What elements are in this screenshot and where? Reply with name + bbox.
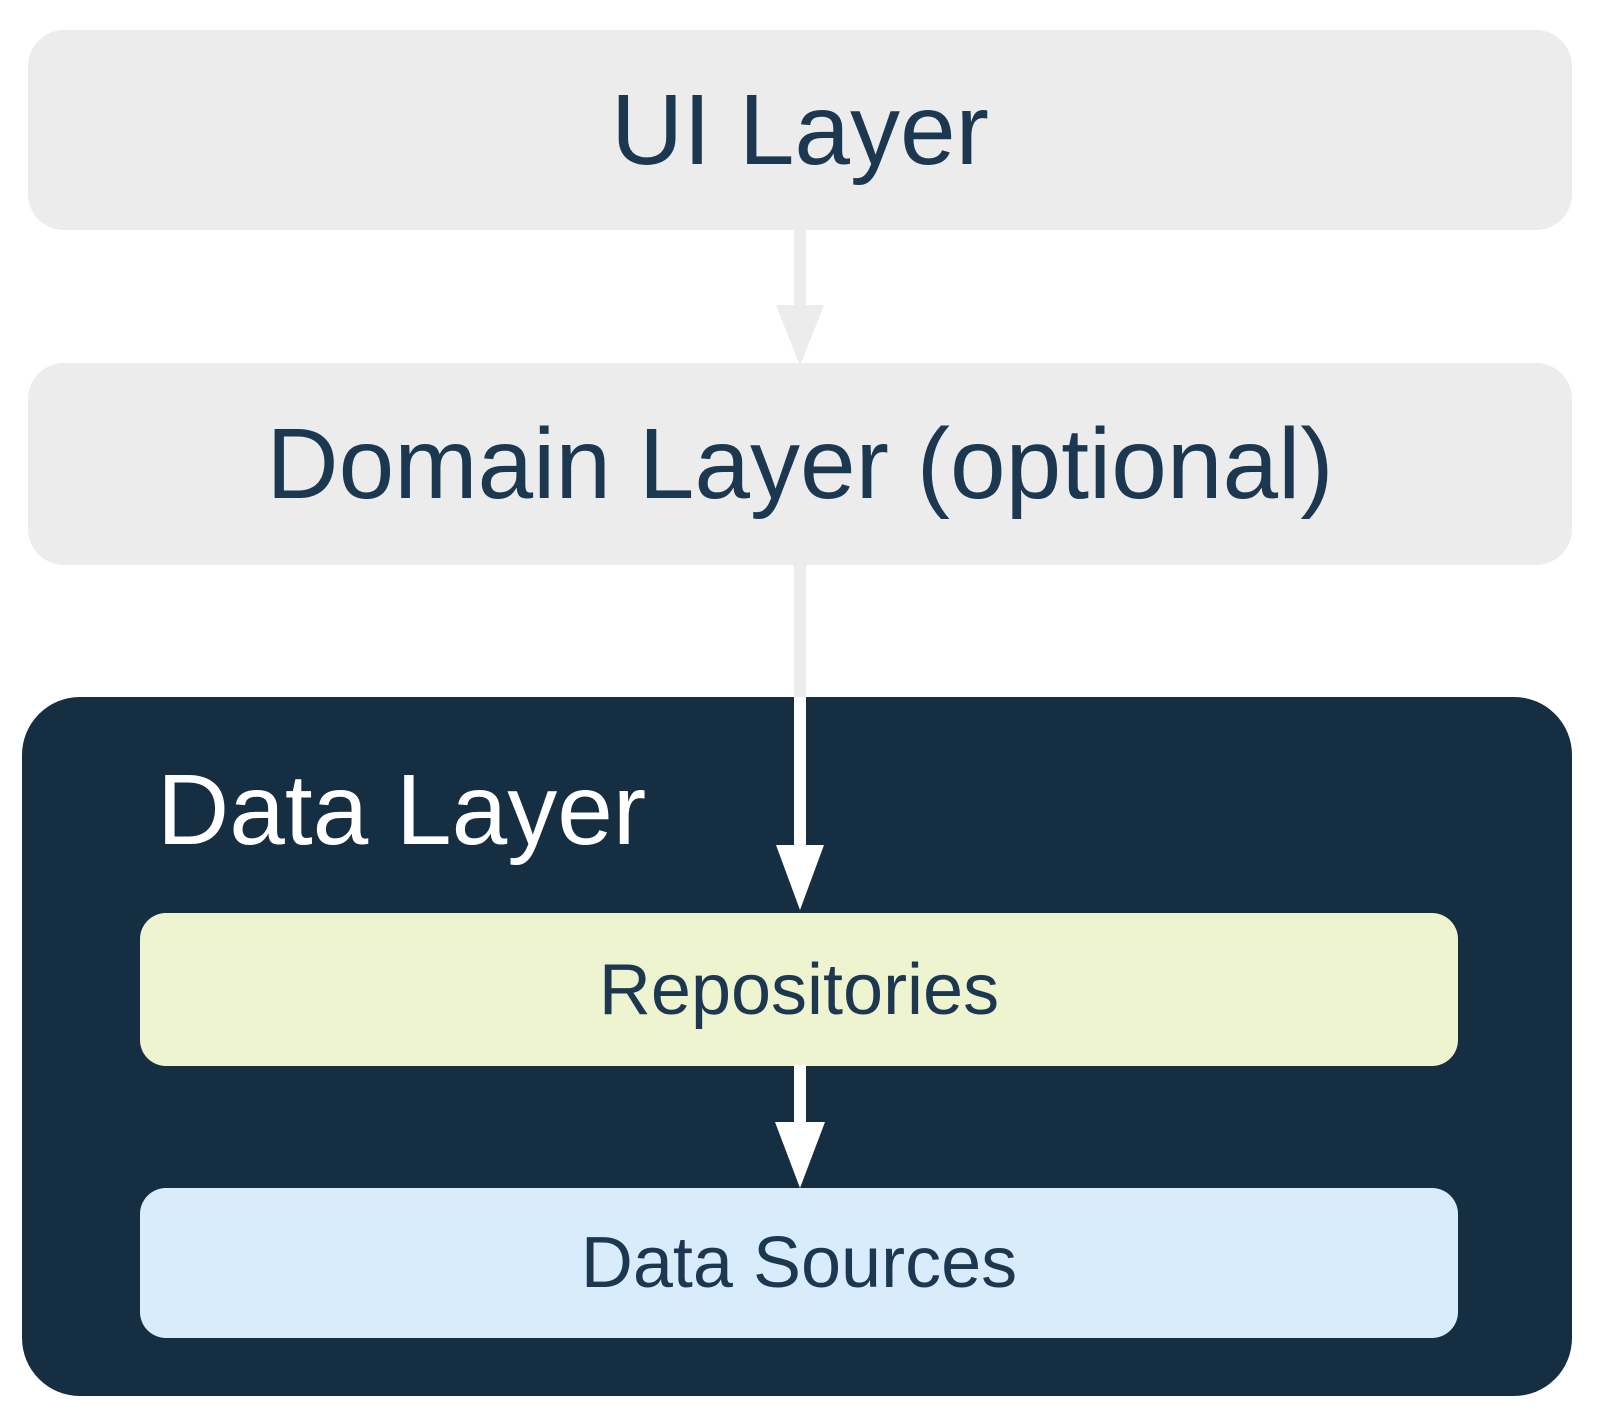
data-sources-box: Data Sources — [140, 1188, 1458, 1338]
data-sources-label: Data Sources — [580, 1223, 1018, 1303]
ui-layer-label: UI Layer — [611, 73, 989, 186]
domain-layer-label: Domain Layer (optional) — [266, 407, 1334, 520]
arrow-down-ui-to-domain-icon — [776, 229, 824, 366]
repositories-label: Repositories — [598, 949, 1000, 1030]
ui-layer-box: UI Layer — [28, 30, 1572, 230]
repositories-box: Repositories — [140, 913, 1458, 1066]
domain-layer-box: Domain Layer (optional) — [28, 363, 1572, 565]
data-layer-label: Data Layer — [157, 754, 647, 866]
